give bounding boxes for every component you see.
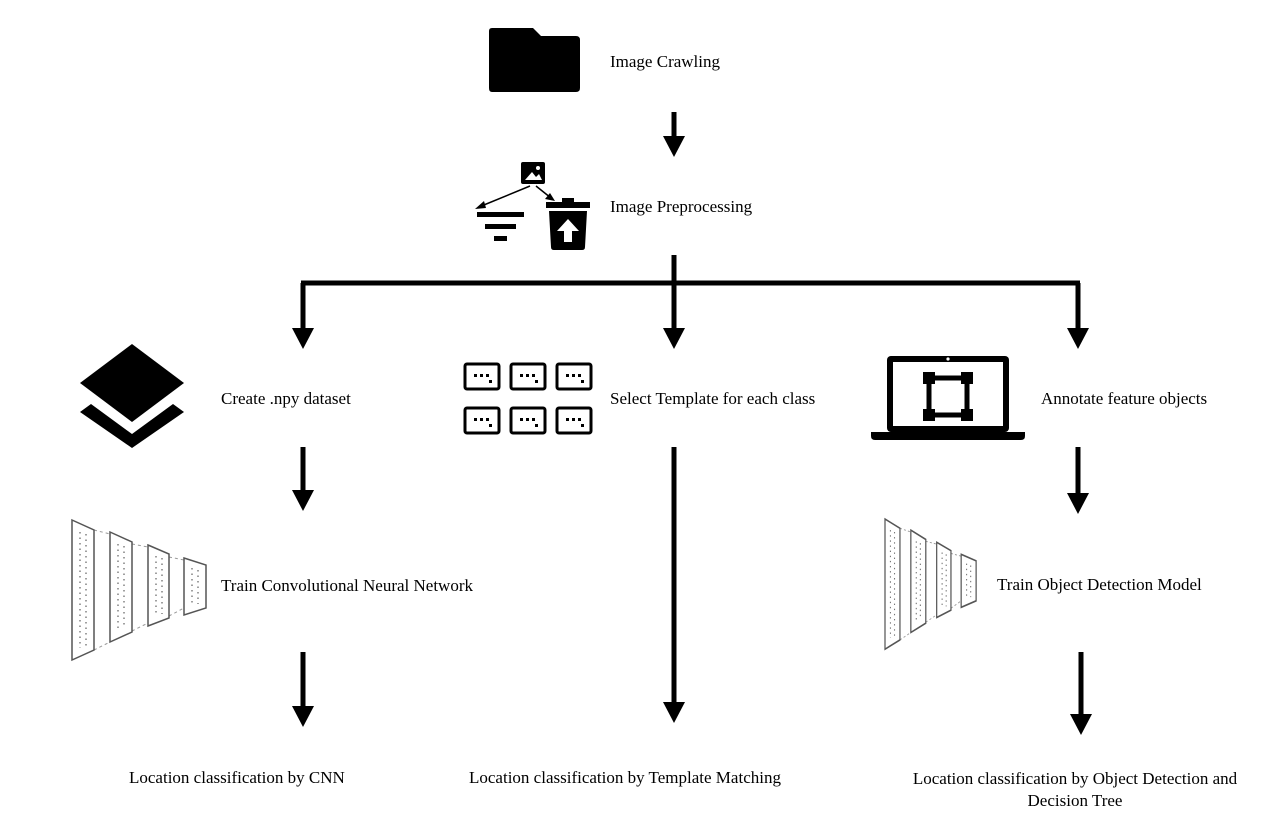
splitter-bar xyxy=(301,255,1080,286)
arrow-cnn-to-result xyxy=(292,652,314,727)
step-label-annotate: Annotate feature objects xyxy=(1041,389,1208,408)
arrow-crawl-to-preprocess xyxy=(663,112,685,157)
neural-network-icon xyxy=(71,518,207,662)
folder-icon xyxy=(489,28,580,92)
preprocess-icon xyxy=(475,162,590,250)
arrow-split-to-npy xyxy=(292,283,314,349)
template-grid-dots xyxy=(474,374,584,427)
neural-network-icon xyxy=(884,517,977,651)
step-label-select-template: Select Template for each class xyxy=(610,389,816,408)
laptop-annotate-icon xyxy=(871,356,1025,440)
result-label-template-matching: Location classification by Template Matc… xyxy=(469,768,781,787)
step-label-image-crawling: Image Crawling xyxy=(610,52,720,71)
connector-arrows xyxy=(292,112,1092,735)
arrow-split-to-template xyxy=(663,283,685,349)
step-label-train-cnn: Train Convolutional Neural Network xyxy=(221,576,473,595)
result-label-cnn: Location classification by CNN xyxy=(129,768,345,787)
arrow-template-to-result xyxy=(663,447,685,723)
step-label-train-object-detection: Train Object Detection Model xyxy=(997,575,1202,594)
layers-icon xyxy=(80,344,184,448)
arrow-annotate-to-objdet xyxy=(1067,447,1089,514)
step-label-create-npy: Create .npy dataset xyxy=(221,389,351,408)
result-label-object-detection: Location classification by Object Detect… xyxy=(912,769,1238,810)
template-grid-icon xyxy=(463,362,593,435)
arrow-npy-to-cnn xyxy=(292,447,314,511)
step-label-image-preprocessing: Image Preprocessing xyxy=(610,197,753,216)
arrow-split-to-annotate xyxy=(1067,283,1089,349)
arrow-objdet-to-result xyxy=(1070,652,1092,735)
